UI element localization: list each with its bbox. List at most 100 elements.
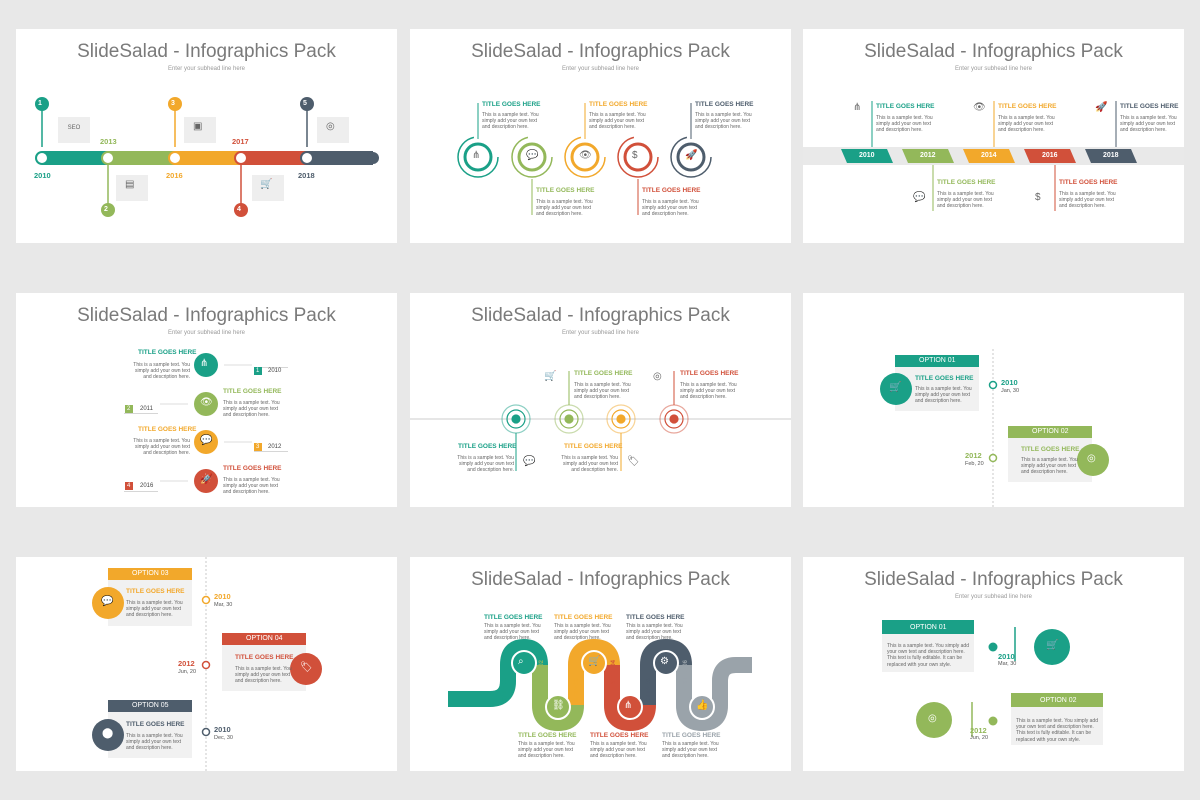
slide-4[interactable]: SlideSalad - Infographics Pack Enter you… xyxy=(16,293,397,507)
cart-icon: 🛒 xyxy=(260,179,273,190)
ribbon-graphic xyxy=(803,101,1184,211)
body-3: This is a sample text. You simply add yo… xyxy=(126,733,183,752)
location-pin-icon: ⬤ xyxy=(102,728,114,739)
slide-6[interactable]: 🛒 ◎ OPTION 01 OPTION 02 TITLE GOES HERE … xyxy=(803,293,1184,507)
year-2018: 2018 xyxy=(298,171,315,180)
body-2: This is a sample text. You simply add yo… xyxy=(1016,718,1098,743)
body-3: This is a sample text. You simply add yo… xyxy=(589,112,646,131)
heading-2: TITLE GOES HERE xyxy=(518,732,577,739)
slide-title: SlideSalad - Infographics Pack xyxy=(864,569,1123,590)
heading-5: TITLE GOES HERE xyxy=(1120,103,1179,110)
date-2: Jun, 20 xyxy=(970,735,989,741)
heading-4: TITLE GOES HERE xyxy=(223,465,282,472)
body-4: This is a sample text. You simply add yo… xyxy=(223,477,280,496)
slide-7[interactable]: 💬 🏷 ⬤ OPTION 03 OPTION 04 OPTION 05 TITL… xyxy=(16,557,397,771)
heading-2: TITLE GOES HERE xyxy=(235,654,294,661)
body-1: This is a sample text. You simply add yo… xyxy=(133,362,190,381)
cart-icon: 🛒 xyxy=(1046,640,1059,651)
num-4: 4 xyxy=(127,483,131,489)
heading-6: TITLE GOES HERE xyxy=(662,732,721,739)
heading-3: TITLE GOES HERE xyxy=(138,426,197,433)
year-2010: 2010 xyxy=(34,171,51,180)
body-1: This is a sample text. You simply add yo… xyxy=(484,623,541,642)
heading-1: TITLE GOES HERE xyxy=(126,588,185,595)
money-bag-icon: $ xyxy=(632,150,638,161)
share-icon: ⋔ xyxy=(853,102,862,113)
money-bag-icon: $ xyxy=(1035,192,1041,203)
rocket-icon: 🚀 xyxy=(685,150,698,161)
body-5: This is a sample text. You simply add yo… xyxy=(1120,115,1177,134)
heading-1: TITLE GOES HERE xyxy=(915,375,974,382)
heading-2: TITLE GOES HERE xyxy=(937,179,996,186)
search-icon: ⌕ xyxy=(518,656,524,667)
step-03-label: STEP 03 xyxy=(574,678,580,702)
year-2016: 2016 xyxy=(166,171,183,180)
body-5: This is a sample text. You simply add yo… xyxy=(695,112,752,131)
year-2010: 2010 xyxy=(268,368,282,374)
option-01-label: OPTION 01 xyxy=(910,624,947,631)
heading-3: TITLE GOES HERE xyxy=(589,101,648,108)
body-4: This is a sample text. You simply add yo… xyxy=(680,382,737,401)
target-icon: ◎ xyxy=(326,121,335,132)
body-1: This is a sample text. You simply add yo… xyxy=(482,112,539,131)
share-icon: ⋔ xyxy=(200,358,209,369)
heading-3: TITLE GOES HERE xyxy=(564,443,623,450)
slide-3[interactable]: SlideSalad - Infographics Pack Enter you… xyxy=(803,29,1184,243)
year-1: 2010 xyxy=(214,592,231,601)
slide-subtitle: Enter your subhead line here xyxy=(561,66,640,72)
num-1: 1 xyxy=(256,368,260,374)
seo-cloud-icon: SEO xyxy=(67,125,81,131)
eye-icon: 👁 xyxy=(973,102,986,113)
circles-graphic xyxy=(457,103,712,215)
year-2: 2012 xyxy=(965,451,982,460)
slide-5[interactable]: SlideSalad - Infographics Pack Enter you… xyxy=(410,293,791,507)
heading-5: TITLE GOES HERE xyxy=(695,101,754,108)
slide-title: SlideSalad - Infographics Pack xyxy=(864,41,1123,62)
slide-title: SlideSalad - Infographics Pack xyxy=(471,41,730,62)
chat-icon: 💬 xyxy=(526,150,539,161)
user-target-icon: ◎ xyxy=(928,713,937,724)
ribbon-year-2014: 2014 xyxy=(981,152,997,159)
share-icon: ⋔ xyxy=(472,150,481,161)
body-2: This is a sample text. You simply add yo… xyxy=(536,199,593,218)
timeline-graphic xyxy=(35,97,379,217)
option-timeline-graphic xyxy=(92,557,322,771)
slide-1[interactable]: SlideSalad - Infographics Pack Enter you… xyxy=(16,29,397,243)
option-timeline-graphic xyxy=(882,620,1103,745)
body-4: This is a sample text. You simply add yo… xyxy=(590,741,647,760)
step-5-number: 5 xyxy=(303,100,307,107)
slide-title: SlideSalad - Infographics Pack xyxy=(77,305,336,326)
heading-3: TITLE GOES HERE xyxy=(126,721,185,728)
body-3: This is a sample text. You simply add yo… xyxy=(133,438,190,457)
option-timeline-graphic xyxy=(880,349,1109,507)
slide-subtitle: Enter your subhead line here xyxy=(167,66,246,72)
year-2017: 2017 xyxy=(232,137,249,146)
chat-icon: 💬 xyxy=(523,456,536,467)
share-icon: ⋔ xyxy=(624,700,633,711)
heading-4: TITLE GOES HERE xyxy=(680,370,739,377)
heading-4: TITLE GOES HERE xyxy=(590,732,649,739)
slide-subtitle: Enter your subhead line here xyxy=(954,66,1033,72)
year-2012: 2012 xyxy=(268,444,282,450)
slide-2[interactable]: SlideSalad - Infographics Pack Enter you… xyxy=(410,29,791,243)
ribbon-year-2016: 2016 xyxy=(1042,152,1058,159)
step-4-number: 4 xyxy=(237,206,241,213)
body-3: This is a sample text. You simply add yo… xyxy=(998,115,1055,134)
slide-title: SlideSalad - Infographics Pack xyxy=(77,41,336,62)
body-2: This is a sample text. You simply add yo… xyxy=(223,400,280,419)
num-3: 3 xyxy=(256,444,260,450)
slide-8[interactable]: SlideSalad - Infographics Pack ⌕ ⛓ 🛒 ⋔ ⚙… xyxy=(410,557,791,771)
body-6: This is a sample text. You simply add yo… xyxy=(662,741,719,760)
slide-subtitle: Enter your subhead line here xyxy=(561,330,640,336)
step-3-number: 3 xyxy=(171,100,175,107)
year-1: 2010 xyxy=(998,652,1015,661)
option-02-label: OPTION 02 xyxy=(1032,428,1069,435)
presentation-icon: ▣ xyxy=(193,121,203,132)
heading-1: TITLE GOES HERE xyxy=(484,614,543,621)
slide-9[interactable]: SlideSalad - Infographics Pack Enter you… xyxy=(803,557,1184,771)
body-3: This is a sample text. You simply add yo… xyxy=(554,623,611,642)
ribbon-year-2018: 2018 xyxy=(1103,152,1119,159)
heading-3: TITLE GOES HERE xyxy=(998,103,1057,110)
body-2: This is a sample text. You simply add yo… xyxy=(518,741,575,760)
heading-2: TITLE GOES HERE xyxy=(574,370,633,377)
